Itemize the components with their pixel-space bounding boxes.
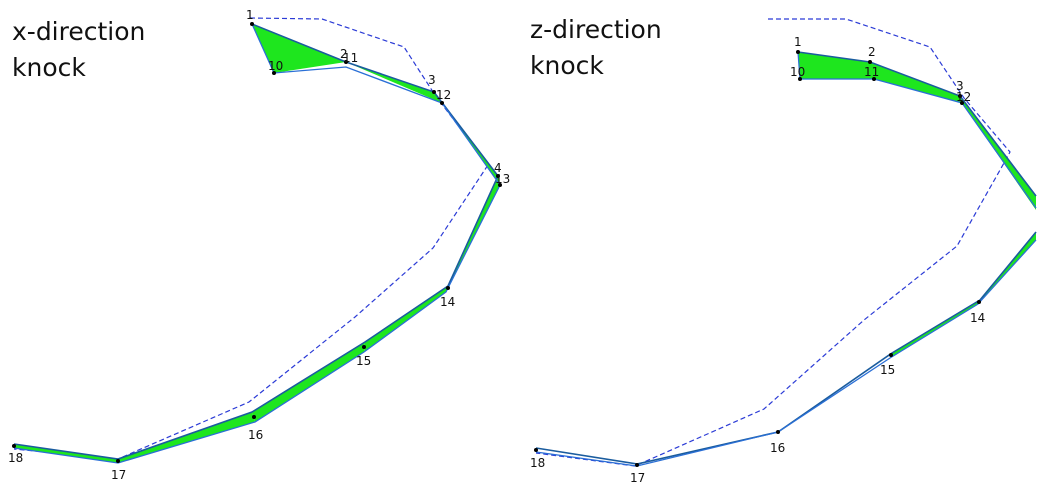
- node-label: 10: [268, 59, 283, 73]
- node-label: 14: [440, 295, 455, 309]
- panel-z-direction: z-direction knock 1 2 3 10 11 12 14: [520, 0, 1040, 488]
- node-label: 3: [956, 79, 964, 93]
- node-label: 4: [494, 161, 502, 175]
- title-line-2: knock: [530, 51, 604, 80]
- node-label: 1: [794, 35, 802, 49]
- title-line-1: z-direction: [530, 15, 662, 44]
- undeformed-outline: [535, 18, 1011, 467]
- deformed-outline: [797, 51, 1037, 197]
- deformed-outline: [13, 23, 499, 460]
- deformed-outline: [800, 78, 1037, 209]
- node-label: 12: [436, 88, 451, 102]
- node-label: 1: [246, 8, 254, 22]
- deformed-outline: [535, 231, 1037, 465]
- deformation-region: [118, 412, 255, 463]
- deformation-plot: 1 2 3 10 11 12 14 15 16 17 18: [530, 18, 1037, 485]
- deformation-region: [798, 52, 962, 103]
- deformation-plot: 1 2 3 4 10 11 12 13 14 15 16 17 18: [8, 8, 510, 482]
- node-label: 16: [770, 441, 785, 455]
- deformed-outline: [535, 239, 1037, 467]
- deformation-region: [252, 24, 346, 73]
- node-label: 17: [630, 471, 645, 485]
- node-label: 18: [530, 456, 545, 470]
- node-label: 3: [428, 73, 436, 87]
- panel-title: z-direction knock: [530, 12, 662, 84]
- node-label: 15: [880, 363, 895, 377]
- node-label: 10: [790, 65, 805, 79]
- node-label: 13: [495, 172, 510, 186]
- node-label: 11: [343, 51, 358, 65]
- node-markers: [534, 50, 981, 467]
- node-label: 2: [340, 47, 348, 61]
- deformation-region: [364, 286, 448, 352]
- deformation-region: [14, 444, 118, 463]
- node-markers: [12, 22, 502, 463]
- deformed-outline: [797, 51, 801, 80]
- title-line-1: x-direction: [12, 17, 146, 46]
- panel-x-direction: x-direction knock 1 2 3 4 10 11: [8, 8, 510, 482]
- node-label: 12: [956, 90, 971, 104]
- title-line-2: knock: [12, 53, 86, 82]
- deformed-outline: [13, 23, 501, 464]
- node-label: 15: [356, 354, 371, 368]
- panel-title: x-direction knock: [12, 14, 145, 86]
- deformation-region: [346, 62, 442, 103]
- deformation-region: [446, 176, 500, 292]
- undeformed-outline: [13, 17, 489, 460]
- node-label: 14: [970, 311, 985, 325]
- node-label: 2: [868, 45, 876, 59]
- node-label: 17: [111, 468, 126, 482]
- deformation-region: [252, 342, 365, 422]
- node-label: 18: [8, 451, 23, 465]
- node-label: 16: [248, 428, 263, 442]
- node-label: 11: [864, 65, 879, 79]
